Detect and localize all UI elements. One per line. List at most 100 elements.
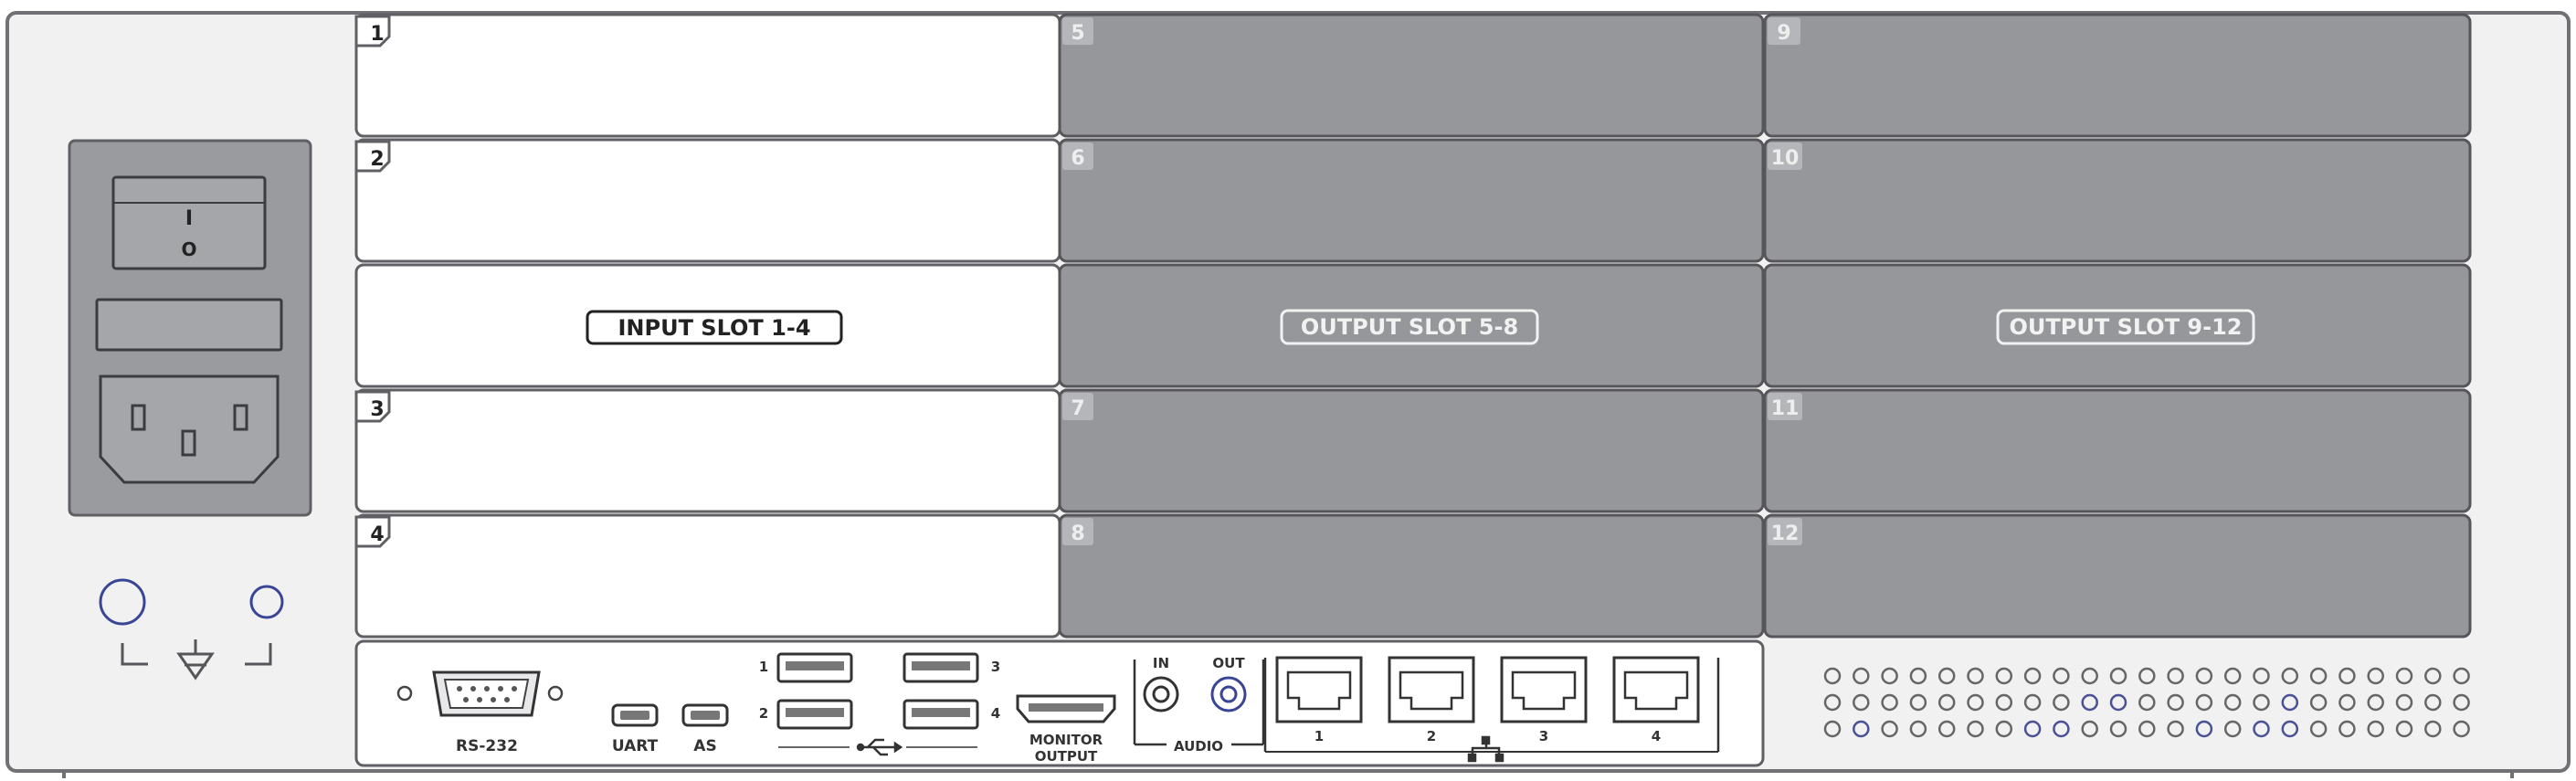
vent-hole: [2453, 667, 2470, 685]
vent-hole: [2053, 720, 2070, 738]
usb-port[interactable]: [776, 699, 853, 730]
input-slot[interactable]: [354, 138, 1061, 263]
vent-hole: [1823, 667, 1842, 685]
input-slot[interactable]: [354, 513, 1061, 639]
lan-port[interactable]: [1612, 656, 1700, 723]
input-slot-label-box: [586, 310, 843, 345]
output-slot[interactable]: [1763, 513, 2472, 639]
output-slot[interactable]: [1058, 138, 1765, 263]
usb-port[interactable]: [903, 652, 979, 683]
vent-hole: [2424, 667, 2442, 685]
input-slot[interactable]: [354, 388, 1061, 513]
iec-power-inlet[interactable]: [99, 375, 280, 484]
vent-hole: [2453, 720, 2470, 738]
power-switch-off-mark: O: [181, 238, 196, 260]
vent-hole: [2281, 693, 2299, 712]
output-slot[interactable]: [1058, 513, 1765, 639]
output-slot-label: OUTPUT SLOT 9-12: [2010, 314, 2243, 340]
vent-hole: [1967, 693, 1984, 712]
rs232-label: RS-232: [456, 737, 518, 755]
vent-hole: [2281, 667, 2299, 685]
vent-hole: [1967, 720, 1984, 738]
power-switch[interactable]: I O: [111, 175, 267, 270]
slot-number: 9: [1777, 22, 1790, 45]
vent-hole: [1937, 720, 1956, 738]
output-slot[interactable]: [1763, 388, 2472, 513]
vent-hole: [1823, 693, 1842, 712]
ground-screw-large[interactable]: [99, 578, 146, 626]
lan-port[interactable]: [1388, 656, 1475, 723]
vent-hole: [2195, 720, 2213, 738]
vent-hole: [1823, 720, 1842, 738]
vent-hole: [2195, 667, 2213, 685]
power-switch-on-mark: I: [185, 207, 193, 230]
monitor-output-label-line1: MONITOR: [1029, 732, 1103, 748]
slot-number: 8: [1071, 522, 1084, 545]
input-slot[interactable]: [354, 13, 1061, 138]
vent-hole: [2223, 667, 2242, 685]
power-module: I O: [68, 139, 312, 517]
ventilation-grille: [1823, 667, 2470, 738]
usb-port-number: 2: [759, 705, 768, 722]
monitor-output-port[interactable]: [1016, 694, 1116, 723]
vent-hole: [1881, 693, 1898, 712]
rs232-port[interactable]: [396, 670, 564, 717]
usb-symbol-icon: [856, 738, 903, 756]
vent-hole: [2367, 667, 2384, 685]
ground-terminal: [99, 578, 284, 681]
monitor-output-label-line2: OUTPUT: [1035, 748, 1098, 765]
vent-hole: [2081, 720, 2098, 738]
usb-port-number: 4: [991, 705, 1000, 722]
output-slot-group-a: 5 6 7 8 OUTPUT SLOT 5-8: [1058, 13, 1765, 639]
output-slot-center-blank: [1058, 263, 1765, 388]
output-slot-label: OUTPUT SLOT 5-8: [1301, 314, 1518, 340]
vent-hole: [1909, 720, 1927, 738]
vent-hole: [1937, 667, 1956, 685]
vent-hole: [2053, 693, 2070, 712]
vent-hole: [2367, 693, 2384, 712]
input-slot-label: INPUT SLOT 1-4: [618, 315, 810, 341]
vent-hole: [2253, 693, 2270, 712]
lan-port-number: 1: [1314, 728, 1324, 744]
lan-port[interactable]: [1500, 656, 1588, 723]
output-slot[interactable]: [1763, 138, 2472, 263]
usb-port[interactable]: [903, 699, 979, 730]
slot-number: 2: [370, 148, 384, 171]
ground-screw-small[interactable]: [249, 585, 284, 619]
vent-hole: [2195, 693, 2213, 712]
audio-out-jack[interactable]: [1210, 676, 1247, 712]
vent-hole: [2109, 720, 2127, 738]
slot-number: 5: [1071, 22, 1084, 45]
vent-hole: [2138, 667, 2156, 685]
vent-hole: [1909, 667, 1927, 685]
output-slot[interactable]: [1058, 388, 1765, 513]
network-symbol-icon: [1467, 735, 1504, 763]
fuse-holder[interactable]: [95, 298, 283, 352]
audio-out-label: OUT: [1212, 655, 1245, 671]
uart-port[interactable]: [611, 703, 659, 727]
output-slot[interactable]: [1763, 13, 2472, 138]
lan-port-number: 4: [1652, 728, 1661, 744]
vent-hole: [2395, 720, 2413, 738]
vent-hole: [2053, 667, 2070, 685]
vent-hole: [2167, 720, 2184, 738]
vent-hole: [2023, 720, 2042, 738]
audio-in-jack[interactable]: [1143, 676, 1179, 712]
output-slot[interactable]: [1058, 13, 1765, 138]
vent-hole: [2138, 720, 2156, 738]
audio-label: AUDIO: [1174, 738, 1223, 755]
lan-port-number: 2: [1427, 728, 1436, 744]
vent-hole: [1967, 667, 1984, 685]
lan-port[interactable]: [1275, 656, 1363, 723]
vent-hole: [2338, 693, 2356, 712]
output-slot-label-box: [1996, 309, 2255, 345]
usb-port[interactable]: [776, 652, 853, 683]
vent-hole: [2338, 667, 2356, 685]
slot-number: 3: [370, 398, 384, 421]
vent-hole: [1881, 667, 1898, 685]
lan-port-number: 3: [1539, 728, 1548, 744]
as-port[interactable]: [681, 703, 729, 727]
vent-hole: [2309, 693, 2328, 712]
output-slot-group-b: 9 10 11 12 OUTPUT SLOT 9-12: [1763, 13, 2472, 639]
slot-number: 1: [370, 23, 384, 46]
